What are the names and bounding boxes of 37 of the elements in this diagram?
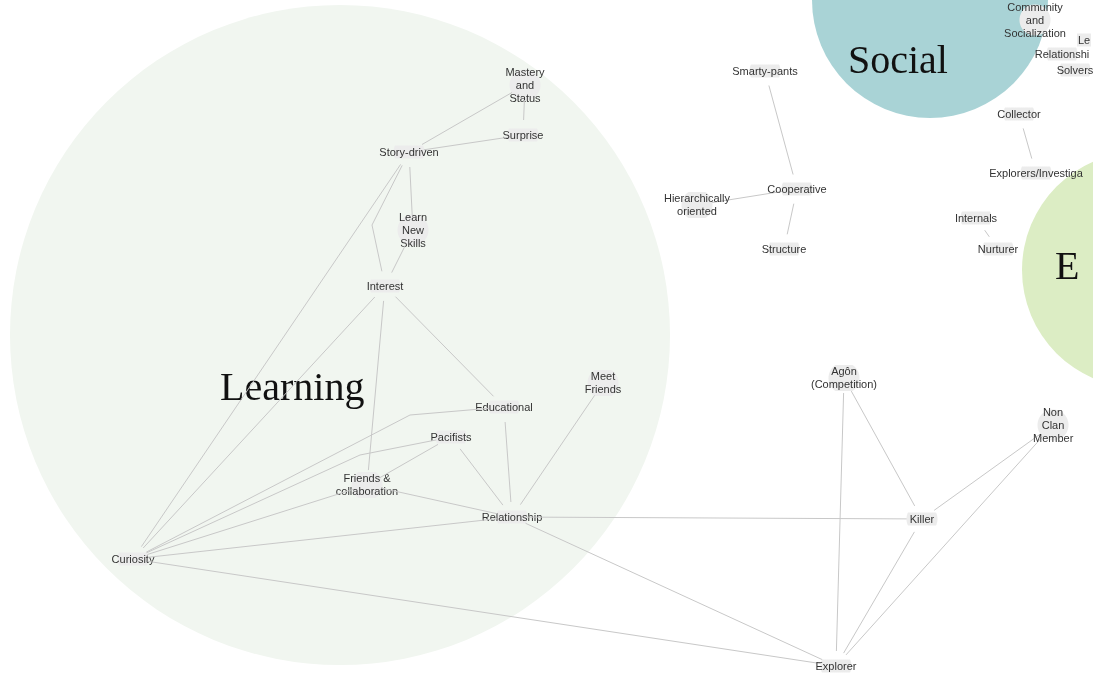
connector-line: [379, 443, 439, 479]
connector-line: [845, 435, 1044, 656]
connector-line: [147, 518, 498, 558]
connector-line: [504, 421, 512, 503]
connector-line: [786, 203, 795, 235]
connector-line: [391, 242, 407, 274]
connector-line: [523, 99, 525, 121]
cluster-title: E: [1055, 246, 1080, 286]
connector-line: [142, 296, 376, 549]
connector-line: [140, 163, 402, 548]
connector-line: [381, 487, 498, 515]
connector-line: [519, 394, 596, 506]
connector-line: [367, 300, 385, 471]
connector-line: [146, 439, 437, 554]
connector-line: [843, 531, 915, 654]
connector-line: [395, 296, 494, 397]
connector-line: [933, 433, 1042, 511]
connector-line: [409, 166, 413, 216]
connector-line: [145, 407, 490, 553]
connector-line: [711, 190, 783, 204]
connector-line: [526, 516, 908, 520]
connector-line: [984, 229, 990, 238]
connector-line: [835, 392, 845, 652]
connector-line: [146, 489, 354, 555]
connector-line: [147, 560, 822, 665]
connector-line: [421, 92, 513, 145]
connector-line: [768, 85, 794, 175]
node-label: Le: [1077, 33, 1091, 47]
connector-line: [459, 448, 504, 506]
cluster-title: Learning: [220, 367, 365, 407]
connector-line: [1022, 127, 1033, 160]
connector-line: [423, 136, 509, 151]
cluster-title: Social: [848, 40, 948, 80]
connector-line: [371, 164, 403, 272]
connector-line: [525, 522, 823, 661]
connector-line: [850, 390, 916, 507]
node-label: Non Clan Member: [1033, 405, 1073, 445]
